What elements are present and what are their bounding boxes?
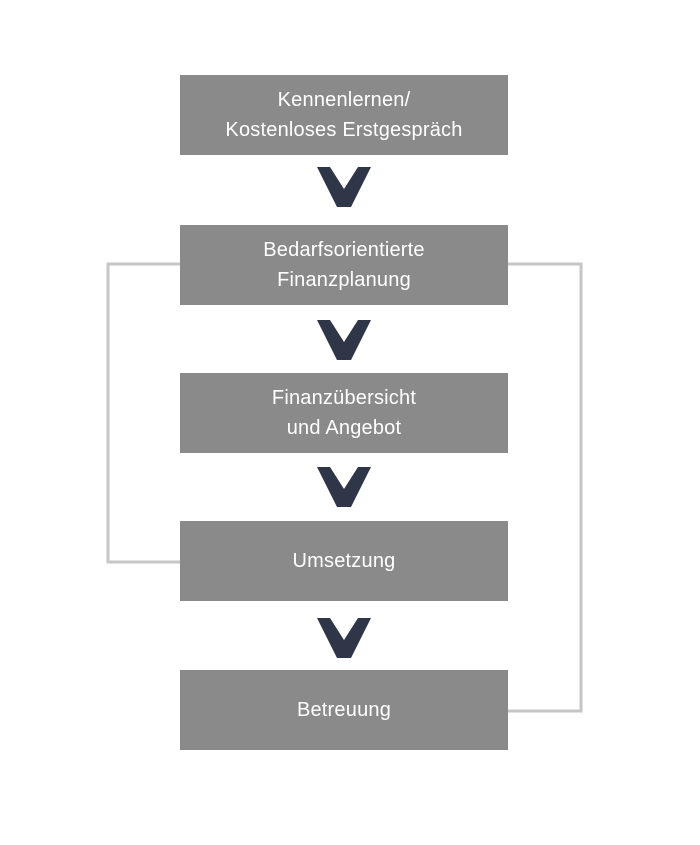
step-umsetzung: Umsetzung [180,521,508,601]
step-label: Kennenlernen/ Kostenloses Erstgespräch [225,89,463,141]
step-label: Bedarfsorientierte Finanzplanung [263,239,425,291]
left-loop-line [106,262,180,564]
step-kennenlernen: Kennenlernen/ Kostenloses Erstgespräch [180,75,508,155]
step-label: Umsetzung [292,550,396,572]
chevron-down-icon [317,167,371,207]
step-bedarfsorientierte-finanzplanung: Bedarfsorientierte Finanzplanung [180,225,508,305]
step-label: Betreuung [296,699,392,721]
step-label: Finanzübersicht und Angebot [271,387,417,439]
chevron-down-icon [317,618,371,658]
right-loop-line [508,262,583,713]
chevron-down-icon [317,467,371,507]
chevron-down-icon [317,320,371,360]
step-finanzuebersicht: Finanzübersicht und Angebot [180,373,508,453]
step-betreuung: Betreuung [180,670,508,750]
